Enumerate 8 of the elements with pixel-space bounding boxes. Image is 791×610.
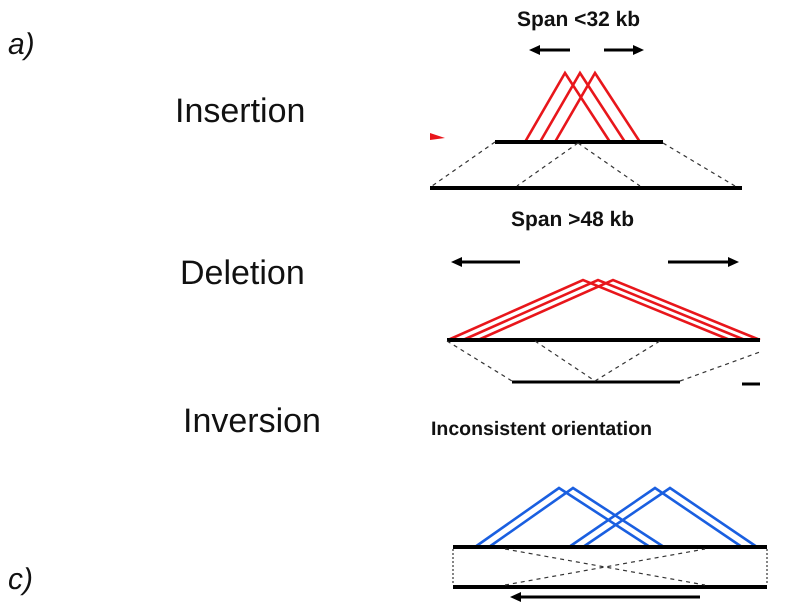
span-label: Span <32 kb [517,8,640,32]
variant-type-label: Insertion [175,93,306,130]
panel-letter: c) [8,563,33,596]
variant-type-label: Deletion [180,255,305,292]
span-label: Span >48 kb [511,208,634,232]
orientation-label: Inconsistent orientation [431,419,652,440]
variant-type-label: Inversion [183,403,321,440]
panel-letter: a) [8,28,35,61]
